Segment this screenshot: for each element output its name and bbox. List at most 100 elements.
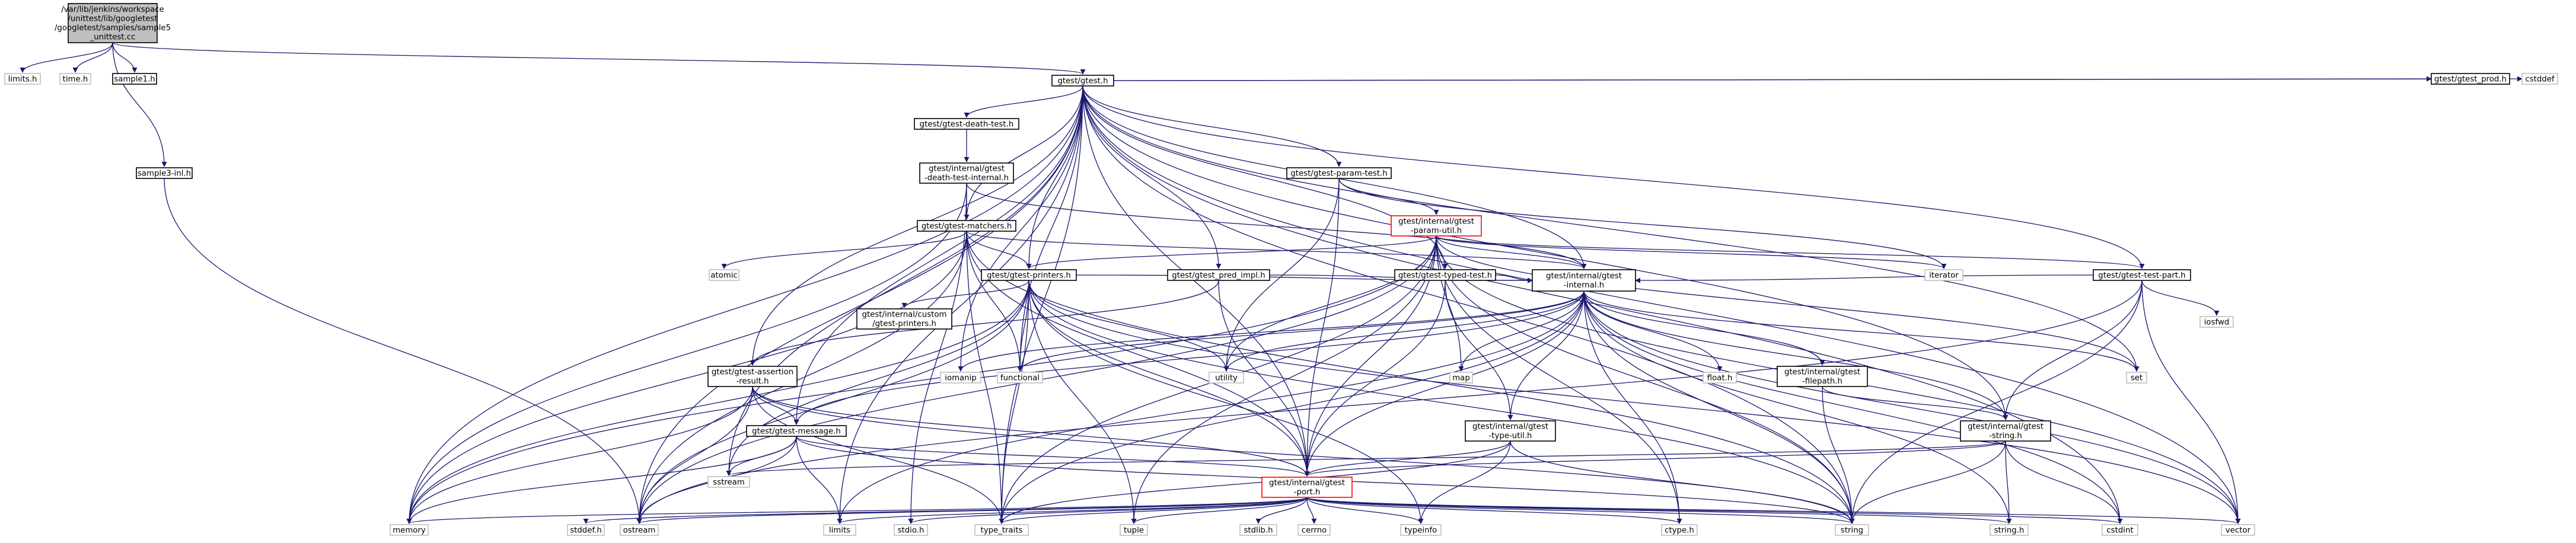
node-label: gtest/gtest-test-part.h xyxy=(2098,271,2186,280)
edge-internal_h-to-vector xyxy=(1583,290,2241,524)
node-label: stdio.h xyxy=(898,526,924,535)
edge-printers-to-typeinfo xyxy=(1028,280,1424,524)
edge-internal_h-to-string xyxy=(1583,290,1855,524)
node-box xyxy=(1394,269,1496,281)
node-label: type_traits xyxy=(980,526,1022,535)
edge-port_h-to-type_traits xyxy=(999,497,1308,524)
edge-matchers-to-atomic xyxy=(721,231,967,269)
edge-gtest_h-to-iomanip xyxy=(958,85,1083,372)
node-assertion-result[interactable]: gtest/gtest-assertion-result.h xyxy=(707,366,798,387)
node-param-util[interactable]: gtest/internal/gtest-param-util.h xyxy=(1391,215,1482,237)
node-box xyxy=(2126,372,2147,384)
edge-printers-to-vector xyxy=(1028,280,2241,524)
edge-gtest_h-to-cstdint xyxy=(1082,85,2123,524)
edge-internal_h-to-message xyxy=(793,290,1585,425)
node-label: limits xyxy=(829,526,850,535)
node-box xyxy=(1239,524,1277,536)
edge-printers-to-type_traits xyxy=(999,280,1029,524)
node-box xyxy=(823,524,856,536)
edge-gtest_h-to-sstream xyxy=(726,85,1083,476)
edge-gtest_h-to-message xyxy=(793,85,1083,425)
node-box xyxy=(1286,167,1392,179)
edge-internal_h-to-string_h_int xyxy=(1583,290,2008,420)
node-box xyxy=(1990,524,2029,536)
edge-internal_h-to-iomanip xyxy=(958,290,1585,372)
edge-printers-to-custom_printers xyxy=(901,280,1029,308)
node-gtest-prod[interactable]: gtest/gtest_prod.h xyxy=(2431,73,2510,85)
node-message[interactable]: gtest/gtest-message.h xyxy=(746,425,847,437)
edge-message-to-port_h xyxy=(796,436,1310,477)
edge-matchers-to-string xyxy=(966,231,1855,524)
edge-gtest_h-to-set xyxy=(1082,85,2140,372)
node-label: gtest/gtest-death-test.h xyxy=(920,120,1014,129)
node-memory: memory xyxy=(390,524,429,536)
node-label: set xyxy=(2131,373,2143,382)
node-label: gtest/internal/gtest xyxy=(929,165,1005,174)
node-box xyxy=(4,73,41,85)
node-label: sstream xyxy=(713,478,745,487)
edge-pred_impl-to-assertion_result xyxy=(750,280,1219,366)
node-root[interactable]: /var/lib/jenkins/workspace/unittest/lib/… xyxy=(55,3,171,43)
node-filepath[interactable]: gtest/internal/gtest-filepath.h xyxy=(1777,366,1868,387)
edge-gtest_h-to-gtest_prod xyxy=(1113,76,2432,82)
node-internal-h[interactable]: gtest/internal/gtest-internal.h xyxy=(1532,269,1636,292)
node-box xyxy=(894,524,928,536)
node-label: sample1.h xyxy=(114,75,155,84)
edge-filepath-to-string_h_int xyxy=(1822,386,2008,420)
node-label: iterator xyxy=(1929,271,1959,280)
edge-death_internal-to-stdio_h xyxy=(908,183,967,524)
node-set: set xyxy=(2126,372,2147,384)
node-death-internal[interactable]: gtest/internal/gtest-death-test-internal… xyxy=(919,162,1014,184)
edge-gtest_h-to-pred_impl xyxy=(1082,85,1222,269)
edge-internal_h-to-float_h xyxy=(1583,290,1723,372)
node-label: stdlib.h xyxy=(1244,526,1273,535)
node-custom-printers[interactable]: gtest/internal/custom/gtest-printers.h xyxy=(856,308,952,330)
node-port-h[interactable]: gtest/internal/gtest-port.h xyxy=(1261,477,1353,498)
node-string-h-int[interactable]: gtest/internal/gtest-string.h xyxy=(1960,420,2051,442)
edge-matchers-to-functional xyxy=(966,231,1023,372)
edge-param_util-to-memory xyxy=(406,235,1437,524)
edge-port_h-to-stdlib_h xyxy=(1255,497,1308,524)
node-sample3-inl[interactable]: sample3-inl.h xyxy=(136,167,193,179)
node-box xyxy=(1703,372,1737,384)
edge-root-to-limits_h xyxy=(20,42,113,73)
edge-port_h-to-ostream xyxy=(636,497,1308,524)
edge-matchers-to-internal_h xyxy=(966,231,1587,269)
edge-test_part-to-vector xyxy=(2141,280,2241,524)
node-printers[interactable]: gtest/gtest-printers.h xyxy=(981,269,1077,281)
edge-param_util-to-utility xyxy=(1223,235,1437,372)
edge-gtest_h-to-matchers xyxy=(964,85,1083,220)
node-sample1-h[interactable]: sample1.h xyxy=(112,73,157,85)
node-box xyxy=(940,372,981,384)
node-typeinfo: typeinfo xyxy=(1400,524,1442,536)
edge-message-to-sstream xyxy=(726,436,797,476)
node-type-util[interactable]: gtest/internal/gtest-type-util.h xyxy=(1465,420,1556,442)
node-gtest-h[interactable]: gtest/gtest.h xyxy=(1051,75,1114,87)
edge-test_part-to-internal_h xyxy=(1635,274,2094,283)
node-typed-test[interactable]: gtest/gtest-typed-test.h xyxy=(1394,269,1496,281)
edge-port_h-to-stdio_h xyxy=(908,497,1308,524)
node-pred-impl[interactable]: gtest/gtest_pred_impl.h xyxy=(1167,269,1270,281)
node-death-test[interactable]: gtest/gtest-death-test.h xyxy=(914,118,1019,130)
node-label: cerrno xyxy=(1302,526,1327,535)
node-matchers[interactable]: gtest/gtest-matchers.h xyxy=(917,220,1016,232)
node-label: gtest/gtest-printers.h xyxy=(987,271,1071,280)
node-stdlib-h: stdlib.h xyxy=(1239,524,1277,536)
node-box xyxy=(746,425,847,437)
node-type-traits: type_traits xyxy=(974,524,1029,536)
node-test-part[interactable]: gtest/gtest-test-part.h xyxy=(2093,269,2191,281)
edge-param_util-to-printers xyxy=(1026,235,1437,269)
node-label: -string.h xyxy=(1989,432,2022,440)
edge-string_h_int-to-sstream xyxy=(726,440,2006,476)
node-box xyxy=(1661,524,1698,536)
node-label: stddef.h xyxy=(570,526,602,535)
edge-gtest_h-to-type_traits xyxy=(999,85,1083,524)
node-label: gtest/internal/custom xyxy=(862,311,947,320)
node-label: cstdint xyxy=(2106,526,2133,535)
edge-test_part-to-string xyxy=(1849,280,2143,524)
node-box xyxy=(856,308,952,330)
node-param-test[interactable]: gtest/gtest-param-test.h xyxy=(1286,167,1392,179)
edges-layer xyxy=(20,42,2523,524)
node-label: gtest/gtest-typed-test.h xyxy=(1398,271,1492,280)
node-string-dot-h: string.h xyxy=(1990,524,2029,536)
